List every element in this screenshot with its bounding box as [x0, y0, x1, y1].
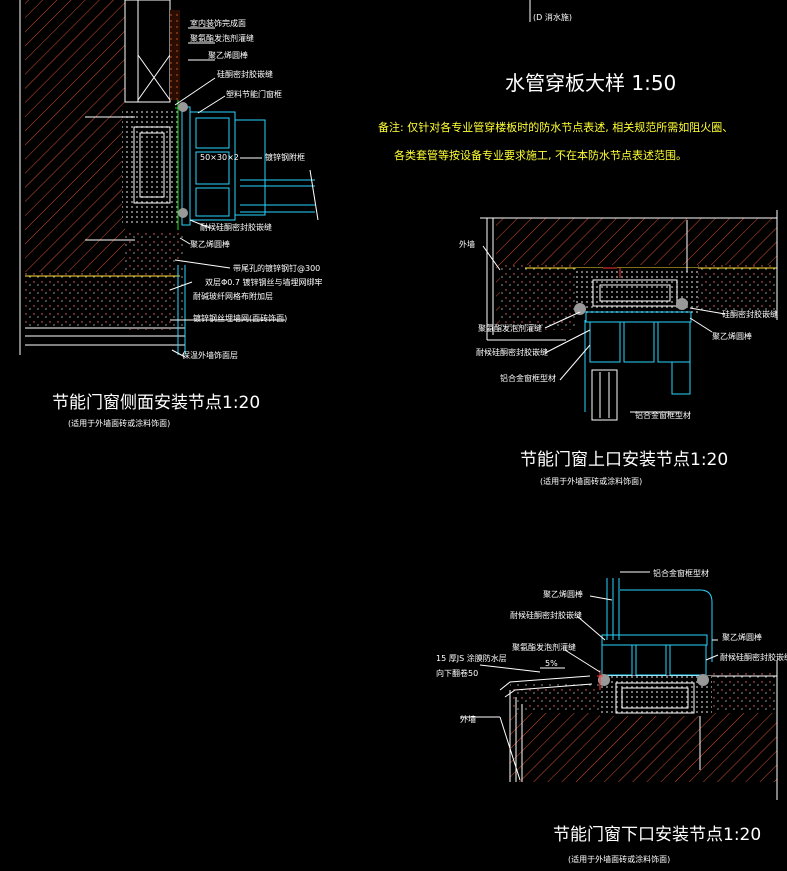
top-label: (D 消水施): [533, 12, 572, 22]
side-label: 聚氨酯发泡剂灌缝: [190, 33, 254, 43]
bottom-label-item: 聚乙烯圆棒: [543, 589, 583, 599]
side-label: 保温外墙饰面层: [182, 350, 238, 360]
bottom-node-labels: 铝合金窗框型材 聚乙烯圆棒 耐候硅酮密封胶嵌缝 聚氨酯发泡剂灌缝 15 厚JS …: [436, 568, 787, 724]
top-node-drawing: [480, 210, 778, 421]
side-label: 室内装饰完成面: [190, 18, 246, 28]
side-label: 耐候硅酮密封胶嵌缝: [200, 222, 272, 232]
bottom-node-drawing: 5%: [460, 571, 778, 800]
side-label: 硅酮密封胶嵌缝: [217, 69, 273, 79]
bottom-label-item: 15 厚JS 涂膜防水层: [436, 653, 507, 663]
side-label: 耐碱玻纤网格布附加层: [193, 291, 273, 301]
bottom-node-subtitle: (适用于外墙面砖或涂料饰面): [568, 854, 670, 864]
side-node-labels: 室内装饰完成面 聚氨酯发泡剂灌缝 聚乙烯圆棒 硅酮密封胶嵌缝 塑料节能门窗框 镀…: [182, 18, 323, 360]
side-label: 镀锌钢附框: [265, 152, 305, 162]
top-label-item: 外墙: [459, 239, 475, 249]
side-node-subtitle: (适用于外墙面砖或涂料饰面): [68, 418, 170, 428]
bottom-label-item: 聚乙烯圆棒: [722, 632, 762, 642]
top-label-item: 铝合金窗框型材: [500, 373, 556, 383]
side-node-title: 节能门窗侧面安装节点1:20: [52, 393, 260, 413]
note-line-1: 备注: 仅针对各专业管穿楼板时的防水节点表述, 相关规范所需如阻火圈、: [378, 120, 733, 134]
bottom-label-item: 外墙: [460, 714, 476, 724]
top-node-labels: 外墙 聚氨酯发泡剂灌缝 耐候硅酮密封胶嵌缝 铝合金窗框型材 硅酮密封胶嵌缝 聚乙…: [459, 239, 778, 420]
side-label: 镀锌钢丝埋墙网(面砖饰面): [193, 313, 287, 323]
top-label-item: 铝合金窗框型材: [635, 410, 691, 420]
top-node-title: 节能门窗上口安装节点1:20: [520, 450, 728, 470]
side-label: 塑料节能门窗框: [226, 89, 282, 99]
bottom-label-item: 耐候硅酮密封胶嵌缝: [510, 610, 582, 620]
bottom-label-item: 聚氨酯发泡剂灌缝: [512, 642, 576, 652]
side-node-drawing: [19, 0, 319, 358]
bottom-label-item: 向下翻卷50: [436, 668, 478, 678]
side-label: 带尾孔的镀锌钢钉@300: [233, 263, 320, 273]
top-node-subtitle: (适用于外墙面砖或涂料饰面): [540, 476, 642, 486]
top-label-item: 聚氨酯发泡剂灌缝: [478, 323, 542, 333]
pipe-detail-title: 水管穿板大样 1:50: [505, 71, 676, 95]
top-label-item: 聚乙烯圆棒: [712, 331, 752, 341]
side-label: 双层Φ0.7 镀锌钢丝与墙埋网绑牢: [205, 277, 323, 287]
slope-label: 5%: [545, 659, 558, 668]
side-label: 聚乙烯圆棒: [190, 239, 230, 249]
bottom-label-item: 铝合金窗框型材: [653, 568, 709, 578]
side-label: 聚乙烯圆棒: [208, 50, 248, 60]
top-label-item: 耐候硅酮密封胶嵌缝: [476, 347, 548, 357]
bottom-label-item: 耐候硅酮密封胶嵌缝: [720, 652, 787, 662]
top-label-item: 硅酮密封胶嵌缝: [722, 309, 778, 319]
bottom-node-title: 节能门窗下口安装节点1:20: [553, 825, 761, 845]
side-label: 50×30×2: [200, 153, 239, 162]
note-line-2: 各类套管等按设备专业要求施工, 不在本防水节点表述范围。: [394, 148, 687, 162]
